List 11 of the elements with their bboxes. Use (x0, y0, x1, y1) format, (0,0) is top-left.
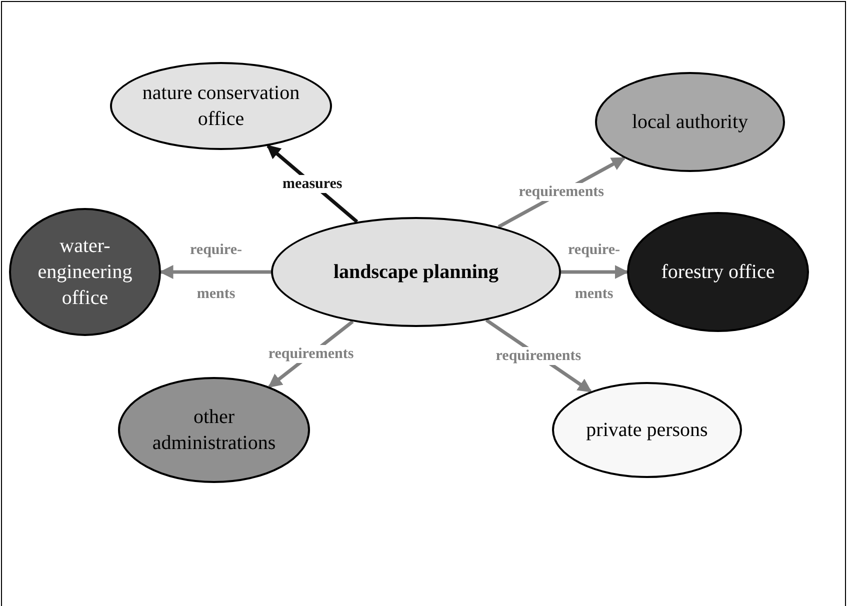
arrow (159, 265, 271, 279)
edge-label: require- ments (567, 241, 621, 304)
arrow (561, 265, 629, 279)
node-label: water-engineering office (36, 234, 134, 311)
node-label: private persons (586, 418, 708, 443)
node-label: nature conservation office (141, 81, 301, 132)
edge-label: require- ments (189, 241, 243, 304)
node-label: other administrations (151, 405, 277, 456)
node-label: landscape planning (333, 260, 499, 285)
node-label: local authority (632, 110, 748, 135)
node-label: forestry office (661, 260, 775, 285)
